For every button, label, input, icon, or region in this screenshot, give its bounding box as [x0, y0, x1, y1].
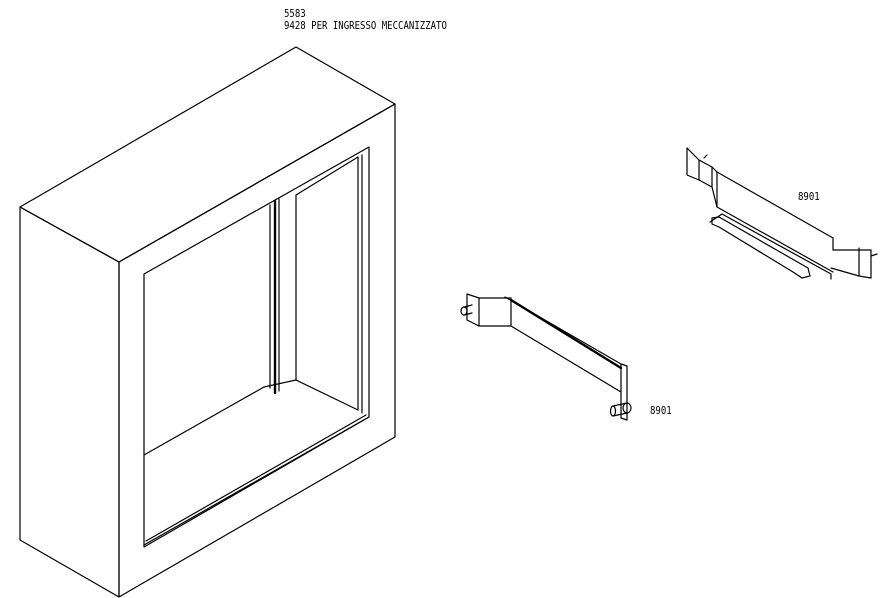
bracket-lower-left-peg — [460, 306, 468, 316]
bracket-upper-left-pin — [703, 154, 708, 159]
bracket-upper-body-edge — [711, 186, 718, 208]
bracket-lower-left-peg-bot — [463, 312, 473, 316]
bracket-lower-left-plate — [466, 293, 512, 327]
bracket-lower-left-peg-top — [463, 304, 473, 308]
title-line-2: 9428 PER INGRESSO MECCANIZZATO — [284, 19, 447, 32]
bracket-lower-right-peg-top — [612, 402, 628, 407]
box-back-panel-top — [295, 156, 359, 196]
box-front-opening — [143, 146, 370, 548]
bracket-lower-right-plate — [620, 363, 628, 421]
bracket-upper-right-pin — [870, 253, 878, 257]
box-housing — [19, 46, 396, 598]
bracket-lower-right-peg-bot — [612, 412, 628, 417]
box-front-outer — [118, 103, 396, 598]
bracket-lower-body-bottom — [510, 325, 622, 393]
bracket-upper — [686, 147, 878, 280]
bracket-upper-body-ridge — [716, 171, 834, 273]
part-label-lower: 8901 — [650, 404, 672, 417]
bracket-upper-flange-slot — [711, 216, 811, 279]
box-floor-back — [143, 379, 359, 456]
box-floor-front-inner — [145, 414, 367, 542]
bracket-lower-body-ridge — [509, 298, 623, 370]
bracket-upper-right-plate — [830, 237, 872, 279]
bracket-lower — [460, 293, 632, 421]
box-floor-front — [143, 416, 370, 546]
box-top-face — [19, 46, 396, 263]
part-label-upper: 8901 — [798, 190, 820, 203]
box-side-face — [19, 206, 120, 598]
title-line-1: 5583 — [284, 7, 306, 20]
bracket-lower-right-peg-end — [609, 405, 617, 417]
